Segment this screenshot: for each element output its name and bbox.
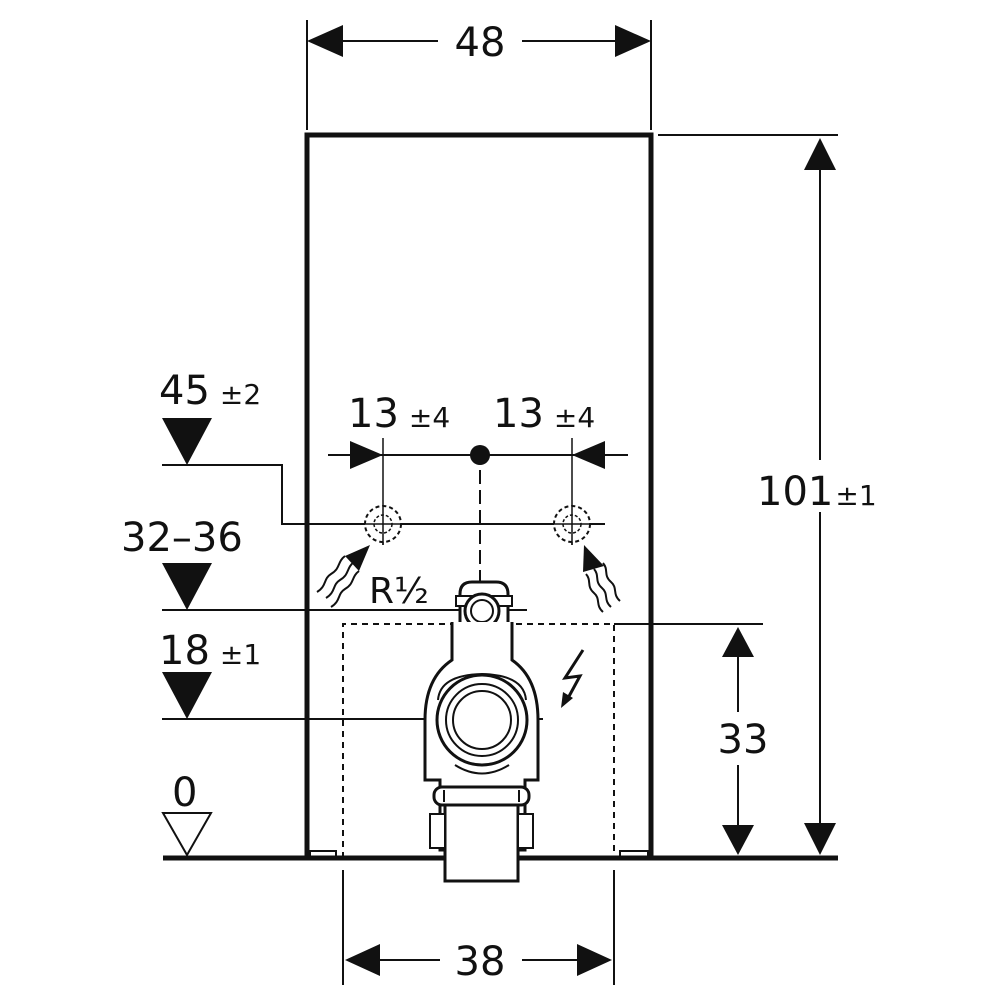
- floor-level-value: 0: [172, 770, 197, 816]
- supply-connection-left: [364, 505, 402, 545]
- water-inflow-right-icon: [583, 545, 621, 613]
- supply-right-value: 13±4: [493, 391, 595, 437]
- dimension-width: 48: [306, 20, 652, 130]
- opening-height-value: 33: [718, 717, 769, 763]
- level-marker-drain: [162, 563, 212, 610]
- level-marker-outlet: [162, 672, 212, 719]
- level-supply: 45±2: [159, 368, 605, 525]
- water-inflow-left-icon: [316, 545, 370, 608]
- module-body: [304, 132, 654, 859]
- level-floor: 0: [161, 770, 213, 858]
- drain-height-value: 32–36: [121, 515, 243, 561]
- height-value: 101±1: [757, 469, 877, 515]
- dimension-supply-spacing: 13±4 13±4: [328, 391, 628, 545]
- dimension-height: 101±1: [658, 134, 877, 855]
- width-value: 48: [455, 20, 506, 66]
- supply-left-value: 13±4: [348, 391, 450, 437]
- level-drain: 32–36: [121, 515, 527, 611]
- outlet-height-value: 18±1: [159, 628, 261, 674]
- supply-height-value: 45±2: [159, 368, 261, 414]
- dimension-opening-height: 33: [718, 627, 769, 855]
- centre-point: [470, 445, 490, 465]
- level-marker-supply: [162, 418, 212, 465]
- electrical-connection-icon: [561, 649, 585, 708]
- drain-pipe: [423, 580, 540, 883]
- thread-size: R½: [369, 571, 429, 612]
- dimension-opening-width: 38: [342, 870, 615, 985]
- installation-opening: [342, 623, 763, 858]
- level-outlet: 18±1: [159, 628, 543, 720]
- opening-width-value: 38: [455, 939, 506, 985]
- level-marker-floor: [161, 812, 213, 858]
- supply-connection-right: [553, 505, 591, 545]
